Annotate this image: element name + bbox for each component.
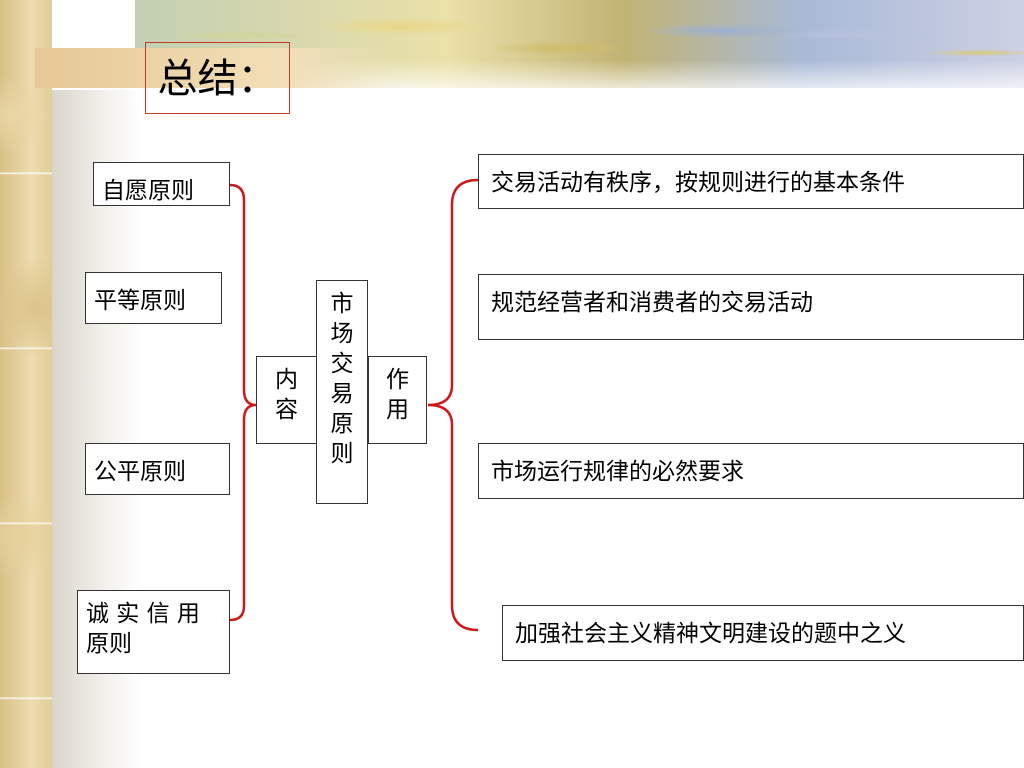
right-item-regulate: 规范经营者和消费者的交易活动 (478, 274, 1024, 340)
left-bracket (229, 183, 257, 622)
left-item-label: 诚 实 信 用 原则 (86, 601, 200, 657)
center-principle-label: 市场交易原则 (330, 291, 354, 467)
right-item-label: 加强社会主义精神文明建设的题中之义 (515, 621, 906, 647)
connector-effect-label: 作用 (386, 367, 409, 423)
left-item-equality: 平等原则 (85, 272, 222, 324)
right-item-market-law: 市场运行规律的必然要求 (478, 443, 1024, 499)
right-item-civilization: 加强社会主义精神文明建设的题中之义 (502, 605, 1024, 661)
right-item-label: 规范经营者和消费者的交易活动 (491, 290, 813, 316)
left-item-label: 自愿原则 (102, 178, 194, 204)
right-bracket (427, 178, 479, 632)
connector-content-label: 内容 (275, 367, 298, 423)
left-item-voluntary: 自愿原则 (93, 162, 230, 206)
right-item-order: 交易活动有秩序，按规则进行的基本条件 (478, 154, 1024, 209)
right-item-label: 市场运行规律的必然要求 (491, 459, 744, 485)
center-principle-box: 市场交易原则 (316, 280, 368, 504)
connector-content-box: 内容 (256, 356, 317, 444)
right-item-label: 交易活动有秩序，按规则进行的基本条件 (491, 170, 905, 196)
left-item-label: 平等原则 (94, 288, 186, 314)
parchment-decoration (0, 0, 52, 768)
slide-title: 总结： (145, 42, 290, 114)
left-item-label: 公平原则 (94, 459, 186, 485)
title-bar-decoration (35, 48, 395, 88)
connector-effect-box: 作用 (368, 356, 427, 444)
left-item-honesty: 诚 实 信 用 原则 (77, 590, 230, 674)
left-item-fairness: 公平原则 (85, 443, 230, 495)
